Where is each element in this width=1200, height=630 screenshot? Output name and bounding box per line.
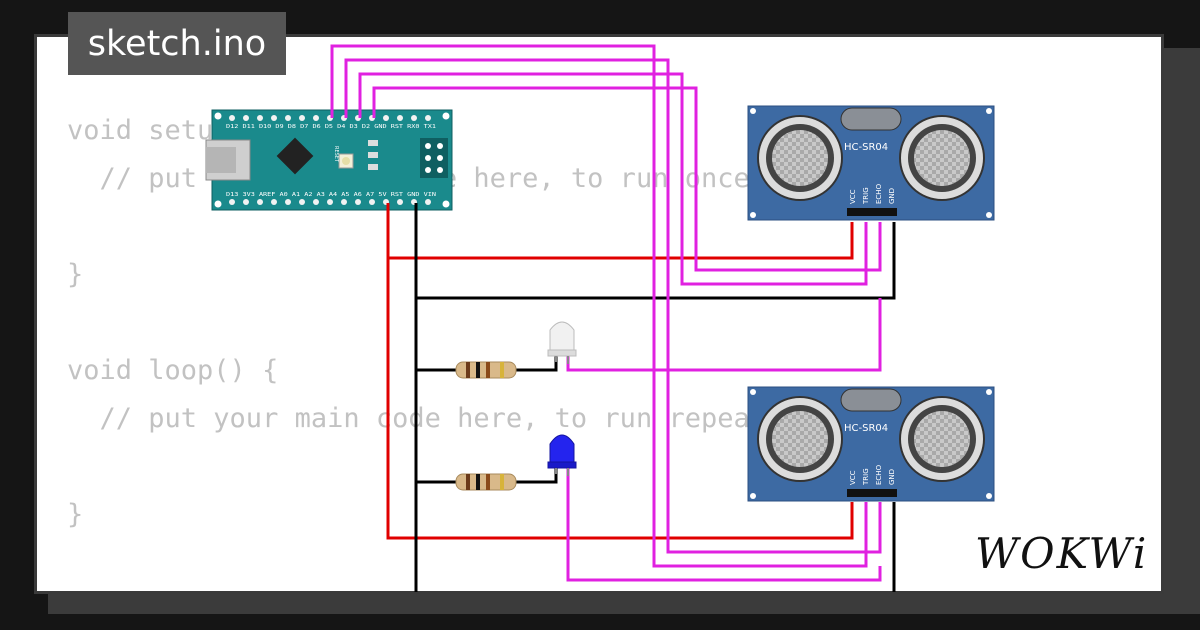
resistor-1[interactable] [455,361,517,379]
sensor-2-model: HC-SR04 [844,423,888,434]
wokwi-logo-text: WOKWi [975,528,1149,578]
board-pin[interactable] [285,199,291,205]
board-pin[interactable] [313,115,319,121]
board-pin[interactable] [257,199,263,205]
ultrasonic-sensor-1[interactable]: HC-SR04 VCC TRIG ECHO GND [747,105,995,221]
board-pin[interactable] [271,199,277,205]
wire-d5 [344,58,882,554]
board-pin[interactable] [243,115,249,121]
wire-d3 [372,86,882,272]
resistor-2[interactable] [455,473,517,491]
wokwi-logo: WOKWi [975,525,1155,581]
board-pin[interactable] [299,115,305,121]
code-line: } [67,259,84,290]
board-pin[interactable] [299,199,305,205]
signal-wires [330,44,882,582]
board-pin[interactable] [355,199,361,205]
sensor-1-pin-trig: TRIG [862,187,870,205]
board-pin[interactable] [397,199,403,205]
sensor-1-model: HC-SR04 [844,142,888,153]
wire-d6 [330,44,868,568]
wire-d4 [358,72,868,286]
sensor-1-pin-gnd: GND [888,188,896,204]
power-wires [386,203,854,540]
board-pin[interactable] [411,115,417,121]
code-line: void loop() { [67,355,279,386]
arduino-nano-board[interactable]: D12 D11 D10 D9 D8 D7 D6 D5 D4 D3 D2 GND … [205,109,453,211]
wire-5v-sensor2 [386,258,854,540]
file-tab-label: sketch.ino [87,23,267,64]
board-pin[interactable] [425,199,431,205]
board-pin[interactable] [383,115,389,121]
wire-led2 [566,468,882,582]
led-white[interactable] [547,321,577,364]
board-pin[interactable] [229,199,235,205]
wire-5v-sensor1 [386,203,854,260]
sensor-1-pin-vcc: VCC [849,189,857,204]
board-pin[interactable] [341,199,347,205]
ultrasonic-sensor-2[interactable]: HC-SR04 VCC TRIG ECHO GND [747,386,995,502]
sensor-2-pin-trig: TRIG [862,468,870,486]
code-line: } [67,499,84,530]
wire-resistor2-led2 [514,468,558,484]
board-bottom-pin-labels: D13 3V3 AREF A0 A1 A2 A3 A4 A5 A6 A7 5V … [226,192,436,198]
board-pin[interactable] [229,115,235,121]
sensor-1-pin-echo: ECHO [875,183,883,204]
board-pin[interactable] [425,115,431,121]
reset-label: RESET [333,146,339,163]
board-pin[interactable] [285,115,291,121]
sensor-2-pin-gnd: GND [888,469,896,485]
sensor-2-pin-echo: ECHO [875,464,883,485]
board-pin[interactable] [257,115,263,121]
board-top-pin-labels: D12 D11 D10 D9 D8 D7 D6 D5 D4 D3 D2 GND … [226,124,436,130]
board-pin[interactable] [327,199,333,205]
sensor-2-pin-vcc: VCC [849,470,857,485]
board-pin[interactable] [271,115,277,121]
led-blue[interactable] [547,434,577,476]
wire-led1-echo [566,298,882,372]
board-pin[interactable] [243,199,249,205]
board-pin[interactable] [397,115,403,121]
file-tab[interactable]: sketch.ino [68,12,286,75]
board-pin[interactable] [313,199,319,205]
board-pin[interactable] [369,199,375,205]
